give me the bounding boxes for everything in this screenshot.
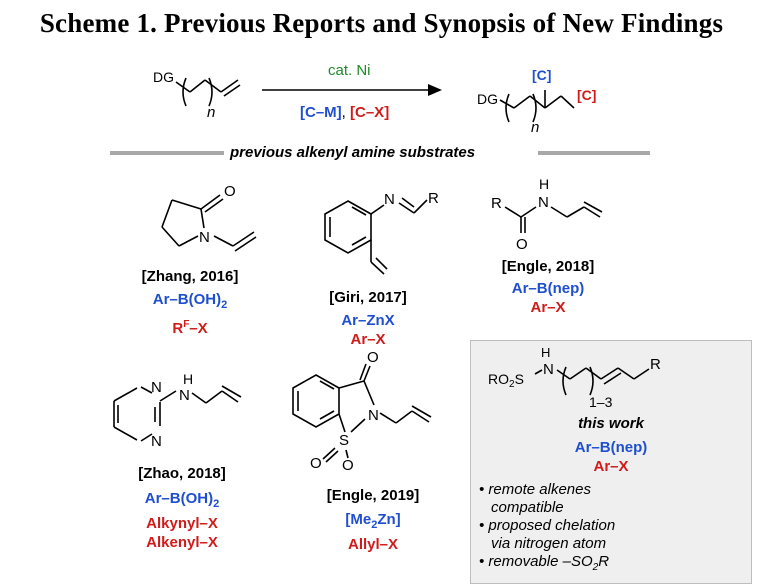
entry-engle19-ref: [Engle, 2019]: [326, 487, 420, 504]
bullet-item: via nitrogen atom: [479, 535, 749, 553]
entry-zhao-ref: [Zhao, 2018]: [138, 465, 226, 482]
reagents-label: [C–M], [C–X]: [300, 104, 389, 121]
bullet-item: • proposed chelation: [479, 517, 616, 534]
section-label: previous alkenyl amine substrates: [230, 144, 476, 161]
reagent-cx: [C–X]: [350, 104, 389, 121]
reagent-cm: [C–M]: [300, 104, 342, 121]
entry-zhao-reagent-1: Ar–B(OH)2: [144, 490, 220, 510]
entry-engle19-reagent-1: [Me2Zn]: [345, 511, 401, 531]
entry-giri: [Giri, 2017] Ar–ZnX Ar–X: [298, 289, 438, 349]
entry-zhao-reagent-3: Alkenyl–X: [146, 534, 218, 551]
zhang-n: N: [199, 229, 210, 246]
entry-engle19: [Engle, 2019] [Me2Zn] Allyl–X: [298, 487, 448, 554]
this-work-ro2s: RO2S: [488, 371, 524, 390]
bullet-item: • remote alkenes: [479, 481, 591, 498]
entry-giri-ref: [Giri, 2017]: [329, 289, 407, 306]
bullet-text: remote alkenes: [488, 481, 591, 498]
bullet-item: compatible: [479, 499, 749, 517]
engle18-structure: [504, 201, 603, 233]
engle19-s: S: [339, 432, 349, 449]
zhao-h: H: [183, 371, 193, 387]
this-work-reagent-blue: Ar–B(nep): [574, 439, 648, 456]
entry-giri-reagent-1: Ar–ZnX: [341, 312, 395, 329]
this-work-h: H: [541, 345, 550, 360]
this-work-labels: this work Ar–B(nep) Ar–X: [471, 415, 751, 476]
this-work-box: RO2S H N R 1–3 this work Ar–B(nep) Ar–X …: [470, 340, 752, 584]
entry-zhang-reagent-1: Ar–B(OH)2: [152, 291, 228, 311]
zhang-structure: [161, 194, 257, 252]
this-work-structure: RO2S H N R 1–3: [488, 345, 661, 410]
reagent-comma: ,: [342, 104, 350, 121]
engle19-n: N: [368, 407, 379, 424]
entry-zhang: [Zhang, 2016] Ar–B(OH)2 RF–X: [110, 268, 270, 338]
scheme-title: Scheme 1. Previous Reports and Synopsis …: [39, 8, 724, 38]
giri-structure: [324, 197, 428, 275]
bullet-text: via nitrogen atom: [491, 535, 607, 552]
zhao-structure: [113, 385, 242, 442]
entry-engle18-reagent-2: Ar–X: [530, 299, 566, 316]
bullet-text: compatible: [491, 499, 564, 516]
engle19-structure: [292, 363, 432, 433]
entry-zhang-reagent-2: RF–X: [172, 319, 208, 337]
zhao-n1: N: [179, 387, 190, 404]
engle19-o1: O: [367, 349, 379, 366]
giri-r: R: [428, 190, 439, 207]
zhang-o: O: [224, 183, 236, 200]
product-dg-text: DG: [477, 91, 498, 107]
start-n-text: n: [207, 104, 215, 121]
catalyst-label: cat. Ni: [328, 62, 371, 79]
zhao-n3: N: [151, 433, 162, 450]
entry-zhang-ref: [Zhang, 2016]: [141, 268, 239, 285]
bullet-text: proposed chelation: [488, 517, 616, 534]
this-work-label: this work: [578, 415, 644, 432]
entry-zhao-reagent-2: Alkynyl–X: [146, 515, 218, 532]
reaction-arrow: [262, 84, 442, 96]
this-work-n: N: [543, 361, 554, 378]
engle18-o: O: [516, 236, 528, 253]
entry-engle18-reagent-1: Ar–B(nep): [511, 280, 585, 297]
bullet-item: • removable –SO2R: [479, 553, 610, 573]
this-work-r: R: [650, 356, 661, 373]
this-work-range: 1–3: [589, 394, 613, 410]
engle18-h: H: [539, 176, 549, 192]
product-n-text: n: [531, 119, 539, 136]
entry-zhao: [Zhao, 2018] Ar–B(OH)2 Alkynyl–X Alkenyl…: [107, 465, 257, 552]
entry-engle18-ref: [Engle, 2018]: [501, 258, 595, 275]
engle19-so2-bonds: [322, 447, 349, 463]
product-c-blue: [C]: [532, 67, 551, 83]
this-work-reagent-red: Ar–X: [593, 458, 629, 475]
engle18-n: N: [538, 194, 549, 211]
start-material-bonds: [175, 77, 241, 107]
entry-engle18: [Engle, 2018] Ar–B(nep) Ar–X: [478, 258, 618, 317]
engle19-o3: O: [342, 457, 354, 474]
this-work-bullets: • remote alkenes compatible • proposed c…: [479, 481, 749, 577]
engle18-r: R: [491, 195, 502, 212]
entry-engle19-reagent-2: Allyl–X: [347, 536, 399, 553]
entry-giri-reagent-2: Ar–X: [350, 331, 386, 348]
engle19-o2: O: [310, 455, 322, 472]
product-bonds: [499, 90, 575, 123]
product-c-red: [C]: [577, 87, 596, 103]
zhao-n2: N: [151, 379, 162, 396]
start-dg-text: DG: [153, 69, 174, 85]
giri-n: N: [384, 191, 395, 208]
